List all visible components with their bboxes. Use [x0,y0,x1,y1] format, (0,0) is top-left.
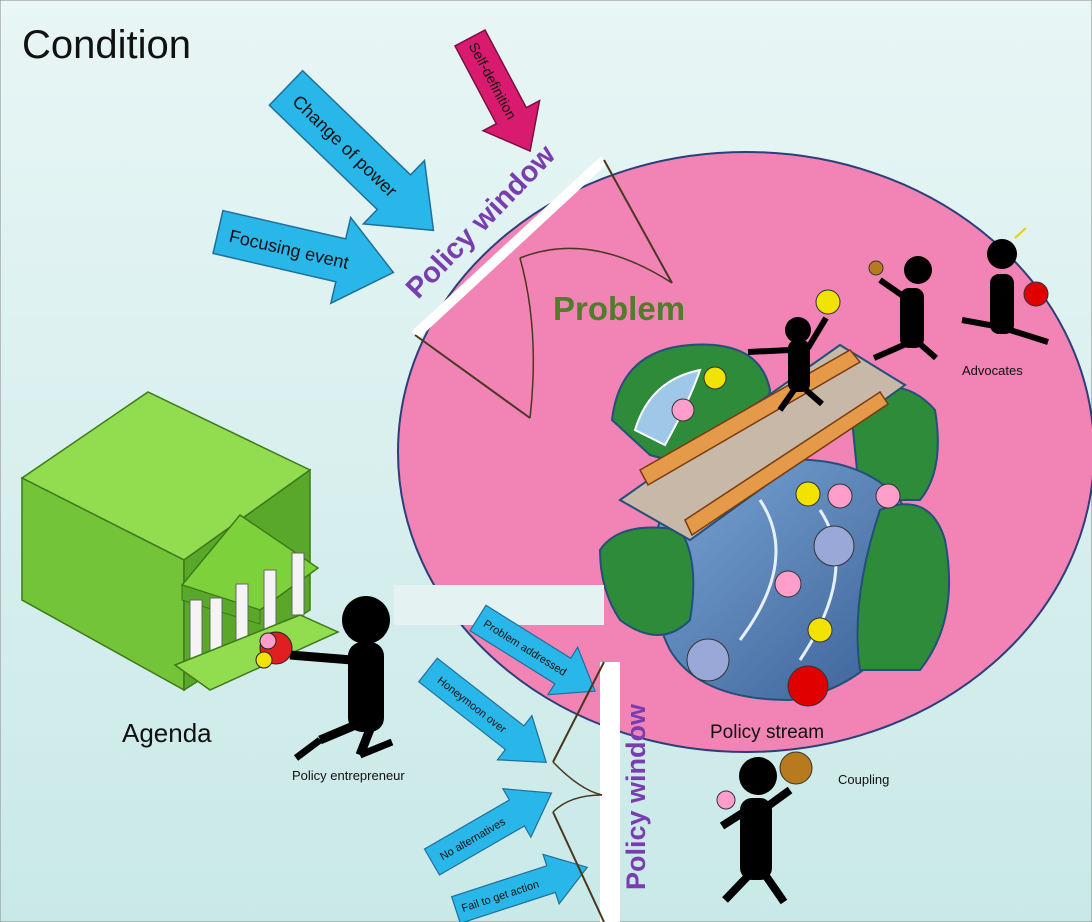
advocate-figure-3 [961,227,1049,345]
problem-label: Problem [553,290,685,327]
policy-entrepreneur-label: Policy entrepreneur [292,768,405,783]
coupling-label: Coupling [838,772,889,787]
policy-window-bottom [552,661,620,922]
advocates-group [747,227,1049,412]
agenda-building [20,391,340,692]
arrow-fail-to-get-action: Fail to get action [450,853,589,922]
policy-stream-label: Policy stream [710,722,824,743]
policy-window-top [411,156,673,419]
policy-entrepreneur-figure [255,596,394,761]
policy-stream-balls [671,366,901,707]
advocates-label: Advocates [962,363,1023,378]
agenda-label: Agenda [122,718,212,748]
page-title: Condition [22,23,191,67]
policy-window-bottom-label: Policy window [621,703,651,890]
advocate-figure-2 [868,256,938,361]
advocate-figure-1 [747,289,841,412]
coupling-figure [716,751,813,905]
